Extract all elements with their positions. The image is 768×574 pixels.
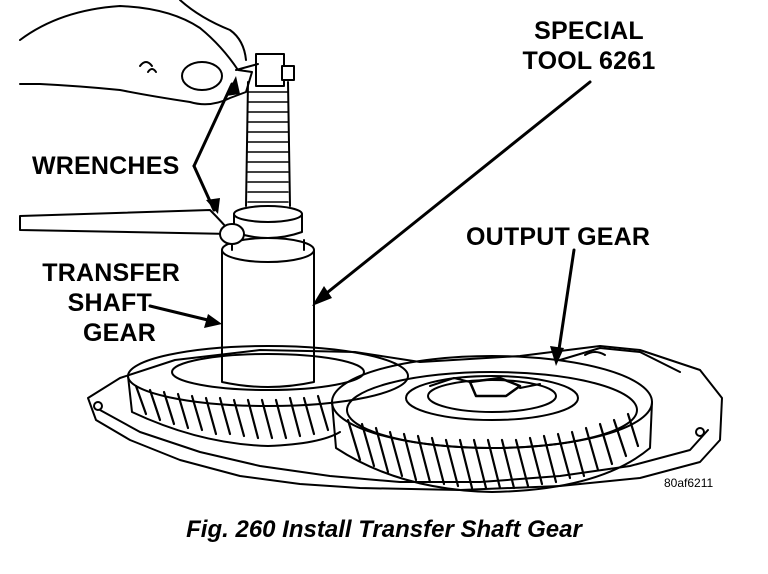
output-gear [331, 355, 653, 493]
arrowhead-special-tool [312, 286, 332, 306]
transfer-shaft-gear-label-line-2: SHAFT [67, 289, 152, 317]
wrenches-label: WRENCHES [32, 152, 180, 180]
figure-caption: Fig. 260 Install Transfer Shaft Gear [186, 516, 582, 543]
hand [19, 0, 259, 106]
transfer-shaft-gear-label: TRANSFER SHAFT GEAR [20, 258, 180, 348]
transfer-shaft-gear-label-line-3: GEAR [82, 319, 156, 347]
figure-id: 80af6211 [664, 476, 714, 490]
arrowhead-wrench-upper [226, 76, 240, 96]
arrowheads [204, 76, 564, 366]
output-gear-leader [556, 248, 576, 358]
special-tool-label-line-1: SPECIAL [534, 17, 644, 45]
special-tool-6261 [221, 53, 315, 388]
wrenches-leader-upper [192, 82, 234, 168]
transfer-shaft-gear-leader [148, 304, 218, 324]
lower-wrench [19, 209, 245, 245]
arrowhead-output-gear [550, 346, 564, 366]
transfer-shaft-gear-label-line-1: TRANSFER [42, 259, 180, 287]
arrowhead-wrench-lower [206, 198, 220, 214]
special-tool-label: SPECIAL TOOL 6261 [514, 16, 664, 76]
special-tool-label-line-2: TOOL 6261 [522, 47, 656, 75]
transfer-shaft-gear [127, 345, 409, 447]
special-tool-leader [316, 80, 592, 302]
transmission-case [87, 345, 723, 491]
arrowhead-transfer-shaft-gear [204, 314, 222, 328]
output-gear-label: OUTPUT GEAR [466, 223, 651, 251]
